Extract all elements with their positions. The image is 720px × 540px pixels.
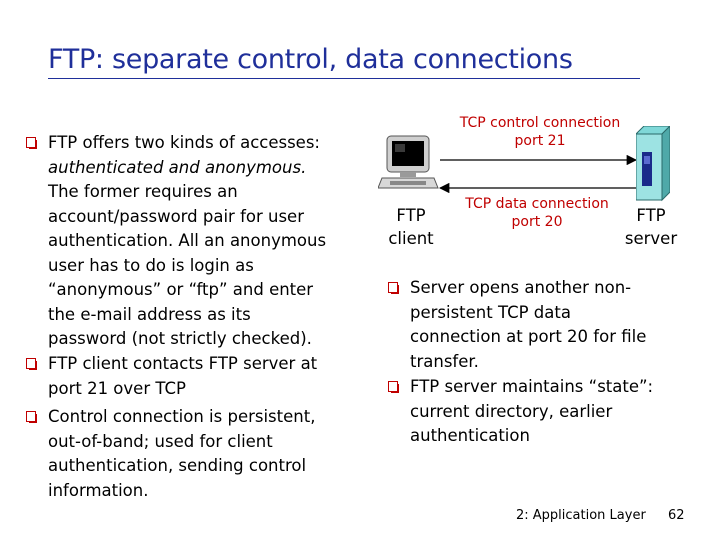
bullet-line: “anonymous” or “ftp” and enter <box>48 280 314 299</box>
bullet-line: authentication <box>410 426 530 445</box>
bullet-line: FTP offers two kinds of accesses: <box>48 133 320 152</box>
bullet-line: authenticated and anonymous. <box>48 157 307 177</box>
bullet-client-contacts: FTP client contacts FTP server at port 2… <box>26 352 317 401</box>
ftp-client-label: FTP client <box>388 206 434 248</box>
control-connection-label: TCP control connection port 21 <box>459 115 621 149</box>
bullet-line: persistent TCP data <box>410 302 571 322</box>
bullet-marker-icon <box>388 381 399 393</box>
bullet-line: Control connection is persistent, <box>48 407 316 426</box>
slide-title: FTP: separate control, data connections <box>48 44 573 75</box>
server-tower-icon <box>636 126 670 202</box>
bullet-control-connection: Control connection is persistent, out-of… <box>26 405 315 503</box>
bullet-line: information. <box>48 480 149 500</box>
bullet-line: FTP client contacts FTP server at <box>48 354 318 373</box>
bullet-line: current directory, earlier <box>410 401 613 421</box>
bullet-line: The former requires an <box>48 182 238 201</box>
bullet-server-opens: Server opens another non- persistent TCP… <box>388 276 646 374</box>
footer-page-number: 62 <box>668 508 685 523</box>
bullet-line: port 21 over TCP <box>48 378 186 398</box>
bullet-line: account/password pair for user <box>48 206 304 226</box>
data-connection-label: TCP data connection port 20 <box>465 196 609 230</box>
title-underline <box>48 78 640 79</box>
bullet-line: password (not strictly checked). <box>48 329 312 348</box>
bullet-line: connection at port 20 for file <box>410 327 647 346</box>
bullet-line: transfer. <box>410 351 479 371</box>
footer-section: 2: Application Layer <box>516 508 646 523</box>
bullet-marker-icon <box>26 137 37 149</box>
bullet-marker-icon <box>26 411 37 423</box>
ftp-server-label: FTP server <box>624 206 678 248</box>
bullet-line: authentication, sending control <box>48 456 307 475</box>
bullet-ftp-access: FTP offers two kinds of accesses: authen… <box>26 131 326 352</box>
bullet-line: Server opens another non- <box>410 278 632 297</box>
bullet-server-state: FTP server maintains “state”: current di… <box>388 375 653 449</box>
desktop-computer-icon <box>378 135 439 189</box>
bullet-line: the e-mail address as its <box>48 304 251 324</box>
bullet-line: authentication. All an anonymous <box>48 231 327 250</box>
bullet-line: user has to do is login as <box>48 255 254 275</box>
bullet-marker-icon <box>388 282 399 294</box>
bullet-line: out-of-band; used for client <box>48 431 273 451</box>
bullet-marker-icon <box>26 358 37 370</box>
bullet-line: FTP server maintains “state”: <box>410 377 654 396</box>
